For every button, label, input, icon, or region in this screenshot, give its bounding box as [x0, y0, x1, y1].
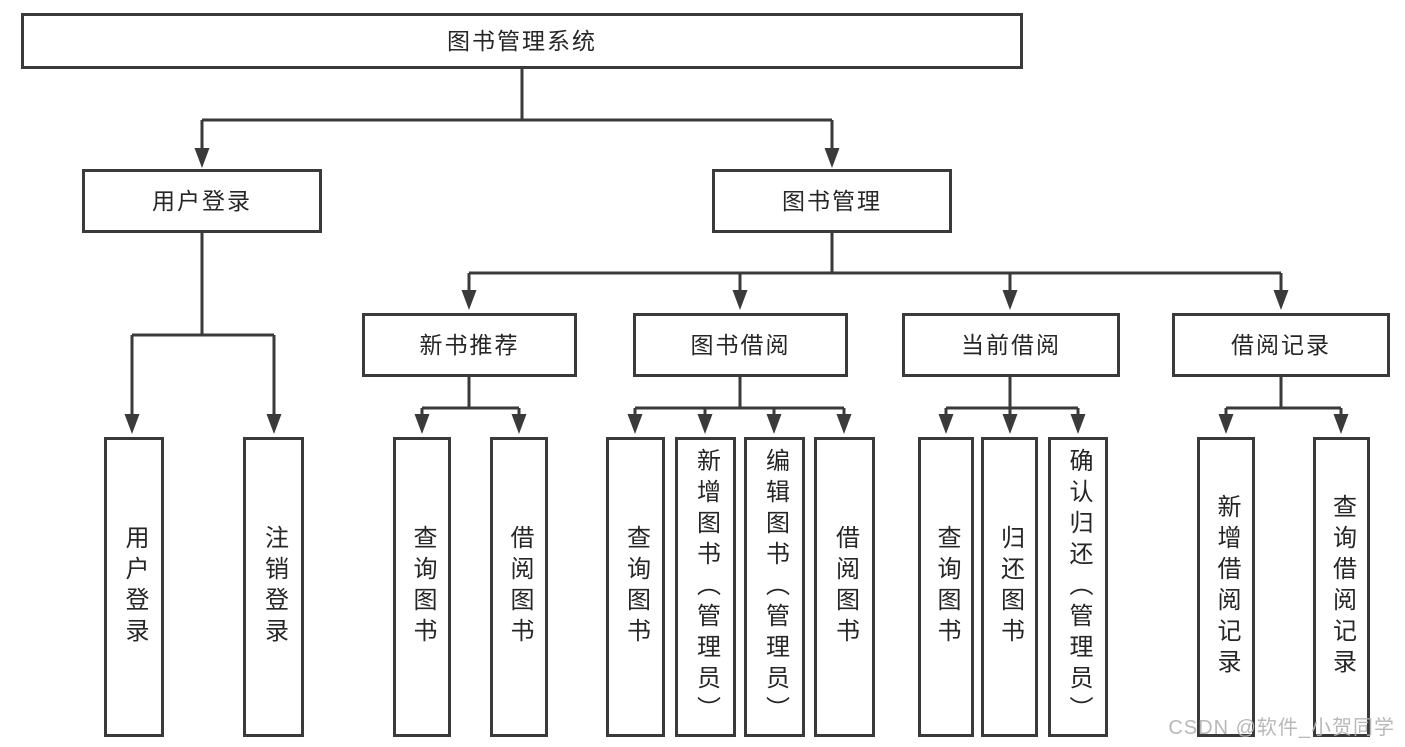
leaf-return-books: 归还图书	[981, 437, 1038, 737]
leaf-query-books-2: 查询图书	[606, 437, 665, 737]
node-label: 用户登录	[121, 525, 148, 649]
leaf-add-borrow-record: 新增借阅记录	[1197, 437, 1255, 737]
node-label: 查询图书	[933, 525, 960, 649]
node-label: 归还图书	[996, 525, 1024, 649]
node-label: 注销登录	[260, 525, 288, 649]
node-book-borrowing: 图书借阅	[633, 313, 848, 377]
leaf-user-login: 用户登录	[104, 437, 164, 737]
node-label: 新书推荐	[419, 331, 520, 358]
node-label: 借阅图书	[831, 525, 859, 649]
leaf-borrow-books-2: 借阅图书	[814, 437, 875, 737]
node-label: 查询图书	[622, 525, 650, 649]
leaf-query-borrow-record: 查询借阅记录	[1313, 437, 1370, 737]
leaf-query-books-1: 查询图书	[393, 437, 451, 737]
leaf-edit-books-admin: 编辑图书（管理员）	[744, 437, 805, 737]
node-label: 图书管理系统	[447, 27, 597, 54]
node-new-book-recommend: 新书推荐	[362, 313, 577, 377]
leaf-query-books-3: 查询图书	[918, 437, 974, 737]
node-label: 新增图书（管理员）	[692, 447, 720, 727]
leaf-borrow-books-1: 借阅图书	[490, 437, 548, 737]
node-book-management: 图书管理	[712, 169, 952, 233]
node-label: 借阅图书	[506, 525, 533, 649]
node-label: 查询图书	[409, 525, 436, 649]
node-label: 编辑图书（管理员）	[761, 447, 789, 727]
node-label: 查询借阅记录	[1328, 494, 1356, 680]
node-user-login: 用户登录	[82, 169, 322, 233]
leaf-add-books-admin: 新增图书（管理员）	[675, 437, 736, 737]
node-label: 确认归还（管理员）	[1065, 447, 1092, 727]
node-label: 借阅记录	[1231, 331, 1331, 358]
leaf-confirm-return-admin: 确认归还（管理员）	[1048, 437, 1108, 737]
node-label: 新增借阅记录	[1213, 494, 1240, 680]
node-root-book-management-system: 图书管理系统	[21, 13, 1023, 69]
leaf-logout: 注销登录	[243, 437, 304, 737]
node-current-borrowing: 当前借阅	[902, 313, 1120, 377]
node-label: 图书管理	[782, 187, 882, 214]
node-borrowing-records: 借阅记录	[1172, 313, 1390, 377]
connector-segment	[132, 69, 1341, 410]
node-label: 图书借阅	[690, 331, 791, 358]
node-label: 用户登录	[152, 187, 252, 214]
node-label: 当前借阅	[961, 331, 1061, 358]
csdn-watermark: CSDN @软件_小贺同学	[1168, 717, 1395, 739]
